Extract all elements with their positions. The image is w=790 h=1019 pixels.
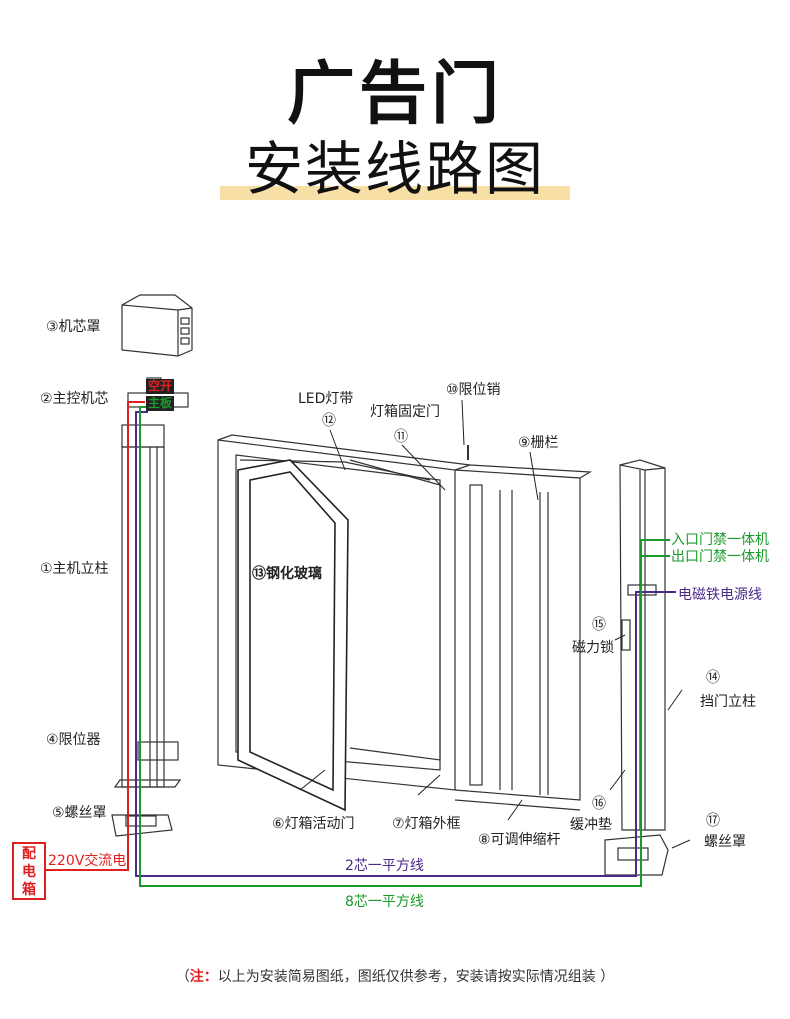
label-11: ⑪: [394, 429, 408, 445]
label-glass: ⑬钢化玻璃: [252, 566, 322, 582]
note-prefix: （: [175, 969, 190, 985]
label-active-door: ⑥灯箱活动门: [272, 816, 355, 832]
label-15: ⑮: [592, 617, 606, 633]
label-maglock: 磁力锁: [572, 640, 614, 656]
note-label: 注：: [189, 969, 218, 985]
label-12: ⑫: [322, 413, 336, 429]
power-box-label: 配电箱: [22, 846, 36, 898]
label-screw-cover-5: ⑤螺丝罩: [52, 805, 107, 821]
label-limiter: ④限位器: [46, 732, 101, 748]
note-text: 以上为安装简易图纸，图纸仅供参考，安装请按实际情况组装 ）: [217, 969, 615, 985]
label-telescopic-rod: ⑧可调伸缩杆: [478, 832, 561, 848]
subtitle: 安装线路图: [244, 135, 545, 203]
label-fence: ⑨栅栏: [518, 435, 559, 451]
entry-access-label: 入口门禁一体机: [671, 532, 769, 548]
label-fixed-door: 灯箱固定门: [370, 404, 440, 420]
eight-core-label: 8芯一平方线: [345, 894, 424, 910]
label-buffer: 缓冲垫: [570, 817, 612, 833]
footnote: （注：以上为安装简易图纸，图纸仅供参考，安装请按实际情况组装 ）: [0, 966, 790, 986]
label-17: ⑰: [706, 813, 720, 829]
leader-lines: [299, 399, 691, 849]
main-post: [111, 377, 189, 837]
label-outer-frame: ⑦灯箱外框: [392, 816, 461, 832]
breaker-tag: 空开: [146, 379, 175, 394]
machine-cover: [121, 294, 193, 357]
label-16: ⑯: [592, 796, 606, 812]
label-led-strip: LED灯带: [298, 391, 354, 407]
magnet-power-label: 电磁铁电源线: [678, 587, 762, 603]
fence: [454, 445, 592, 811]
label-machine-cover: ③机芯罩: [46, 319, 101, 335]
title-highlight: [220, 186, 570, 200]
two-core-label: 2芯一平方线: [345, 858, 424, 874]
power-box: 配电箱: [12, 842, 46, 900]
board-tag: 主板: [146, 396, 175, 411]
active-door: [237, 459, 349, 812]
eight-core-wire: [139, 406, 670, 887]
label-main-control: ②主控机芯: [40, 391, 109, 407]
title: 广告门: [286, 55, 503, 134]
power-wire: [46, 401, 145, 871]
label-screw-cover-17: 螺丝罩: [704, 834, 746, 850]
ac-label: 220V交流电: [48, 853, 127, 869]
label-limit-pin: ⑩限位销: [446, 382, 501, 398]
label-stop-post: 挡门立柱: [700, 694, 756, 710]
exit-access-label: 出口门禁一体机: [671, 549, 769, 565]
label-main-post: ①主机立柱: [40, 561, 109, 577]
light-box-frame: [217, 434, 471, 791]
label-14: ⑭: [706, 670, 720, 686]
